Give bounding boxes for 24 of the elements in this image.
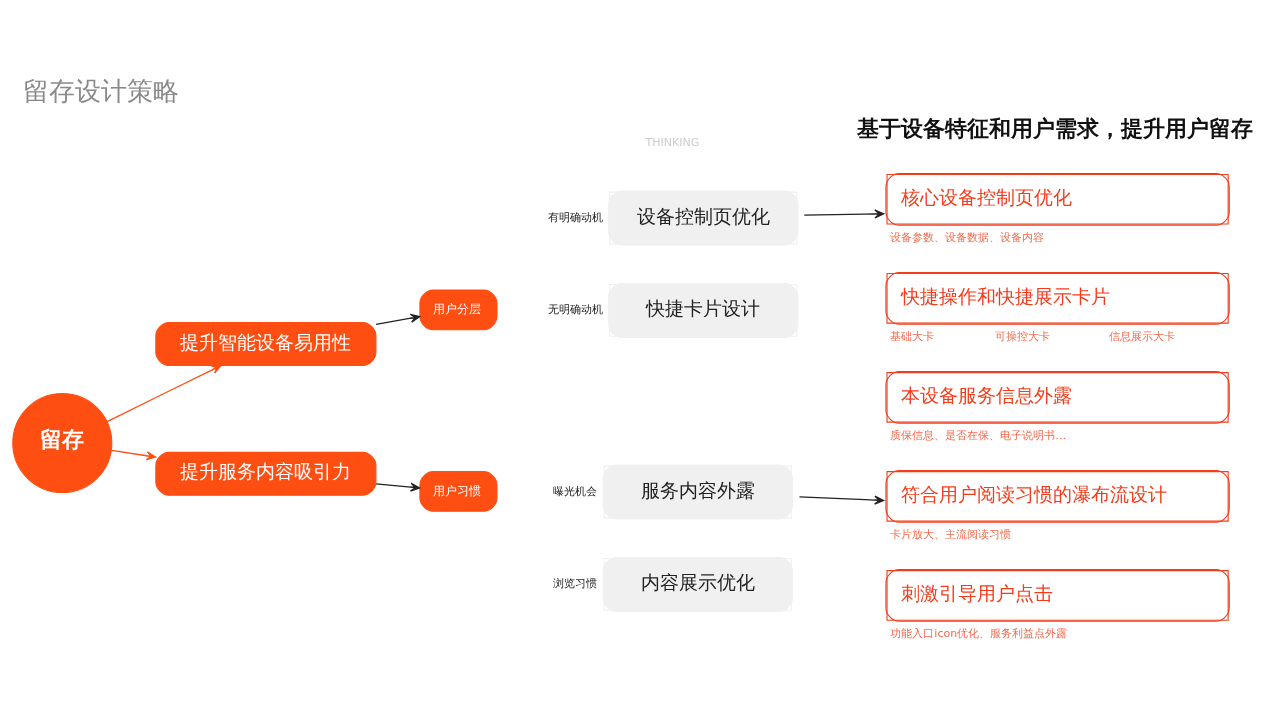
node-label: 浏览习惯 [552,576,597,590]
node-label: 设备参数、设备数据、设备内容 [890,230,1045,244]
node-label: 基础大卡 [890,329,935,343]
diagram-title: 留存设计策略 [23,74,180,106]
node-label: 功能入口icon优化、服务利益点外露 [890,626,1068,640]
arrow [106,364,222,422]
node-label: 有明确动机 [548,210,604,224]
node-label: 卡片放大、主流阅读习惯 [890,527,1012,541]
node-box: 用户分层 [419,289,498,330]
arrow [798,495,885,505]
label: 基于设备特征和用户需求，提升用户留存 [856,115,1253,141]
arrow [803,208,885,219]
arrow [375,313,421,325]
node-label: 曝光机会 [552,484,597,498]
node-box: 提升服务内容吸引力 [155,451,377,496]
node-label: 无明确动机 [548,302,604,316]
node-label: 质保信息、是否在保、电子说明书… [890,428,1067,442]
arrow [110,449,157,460]
node-label: 信息展示大卡 [1109,329,1176,343]
node-circle: 留存 [12,392,113,493]
arrow [375,482,421,492]
node-box: 用户习惯 [419,470,498,512]
node-label: 可操控大卡 [994,329,1050,343]
node-box: 提升智能设备易用性 [155,321,377,366]
